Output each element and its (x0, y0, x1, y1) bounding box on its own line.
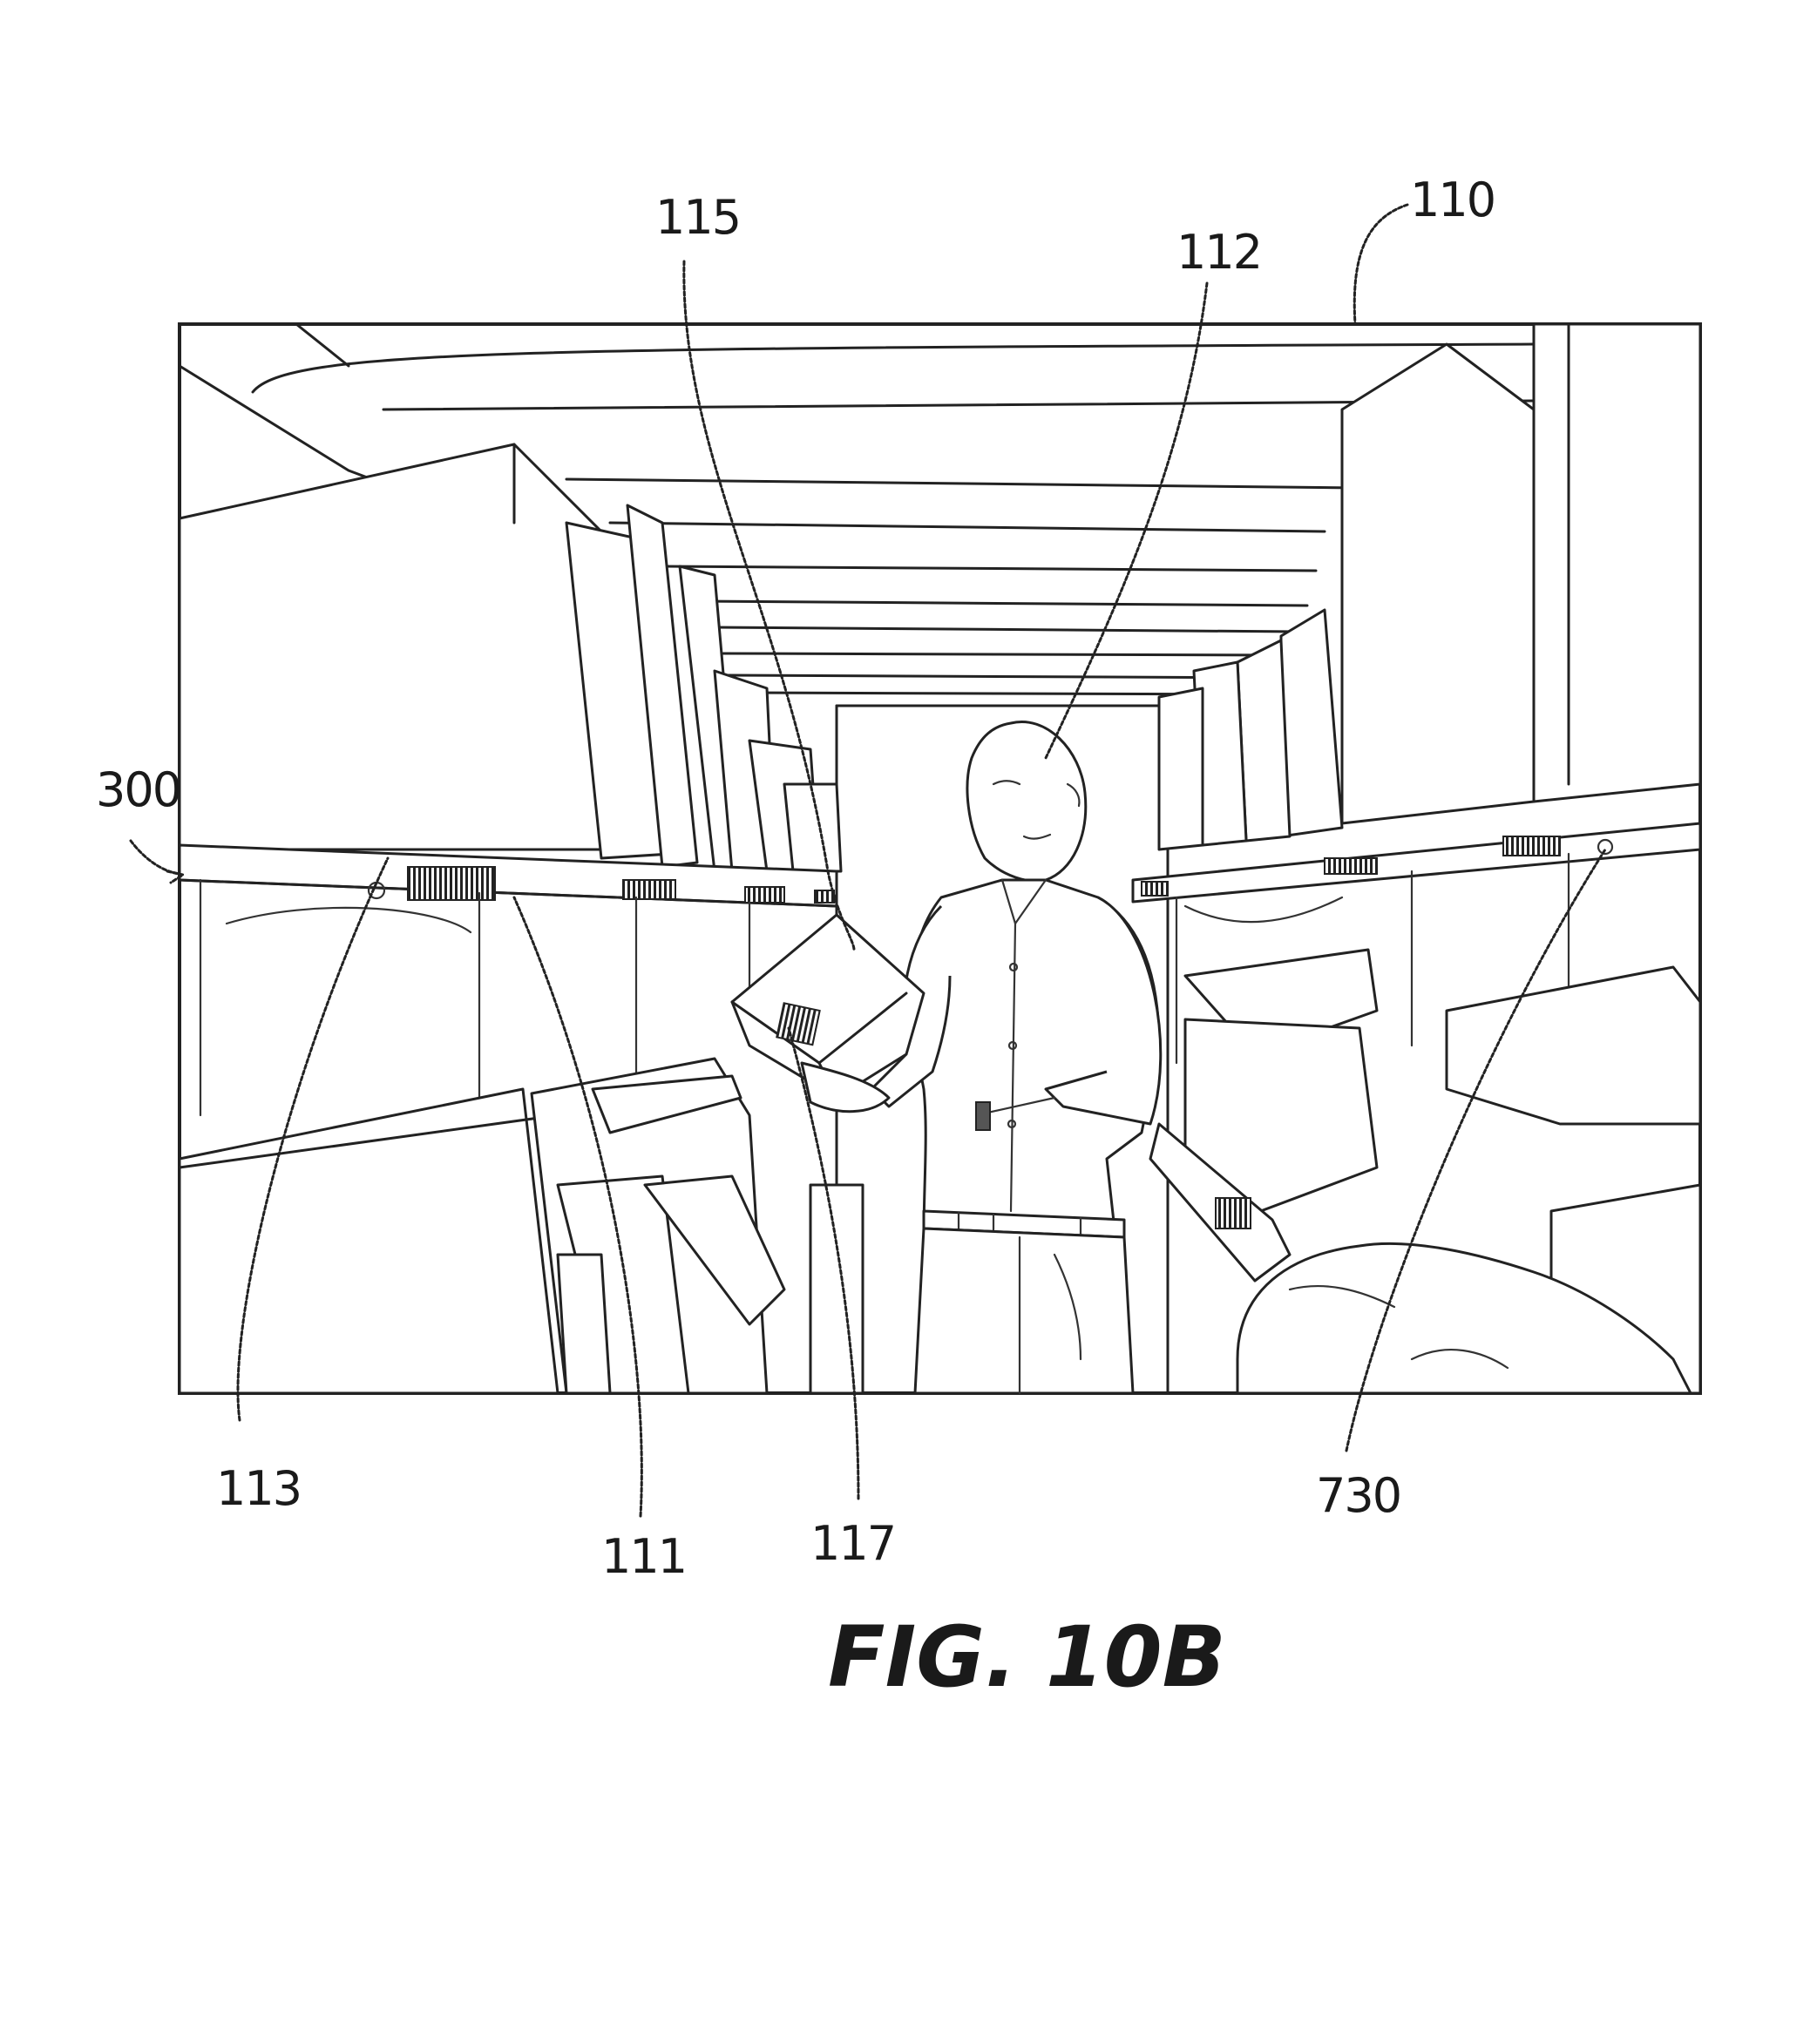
ref-label-115: 115 (655, 190, 740, 245)
ref-label-110: 110 (1410, 173, 1495, 227)
figure-caption: FIG. 10B (828, 1608, 1226, 1706)
worker-person (871, 721, 1161, 1393)
ref-label-112: 112 (1176, 225, 1261, 280)
ref-label-730: 730 (1316, 1468, 1400, 1523)
ref-label-300: 300 (96, 762, 180, 817)
ref-label-113: 113 (216, 1461, 301, 1516)
shelf-barcode-label-111 (408, 867, 495, 900)
package-barcode-label-117 (776, 1003, 819, 1045)
ref-label-117: 117 (810, 1516, 895, 1571)
truck-interior-scene (180, 324, 1700, 1393)
ref-label-111: 111 (601, 1529, 686, 1584)
